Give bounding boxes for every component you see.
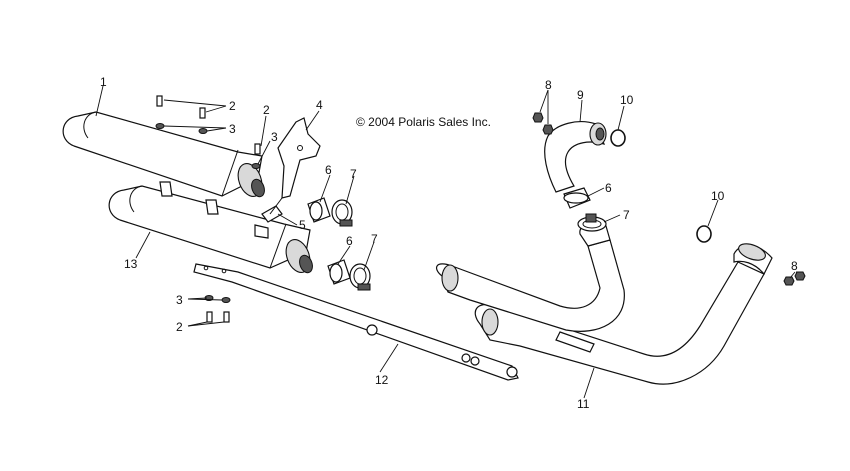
callout-6-lower: 6 bbox=[346, 234, 353, 248]
bolts-and-washers-top bbox=[155, 95, 261, 169]
muffler-clamp-lower bbox=[349, 263, 371, 291]
elbow-sleeve bbox=[563, 187, 591, 209]
copyright-notice: © 2004 Polaris Sales Inc. bbox=[356, 115, 491, 129]
callout-9: 9 bbox=[577, 88, 584, 102]
bolts-and-washers-bottom bbox=[204, 295, 231, 323]
callout-3-bottom: 3 bbox=[176, 293, 183, 307]
elbow-clamp bbox=[577, 213, 607, 232]
callout-10-right: 10 bbox=[711, 189, 725, 203]
callout-6-elbow: 6 bbox=[605, 181, 612, 195]
callout-labels: 1 2 3 2 3 4 5 6 7 6 7 3 2 13 12 11 8 9 1… bbox=[100, 75, 798, 411]
callout-3-mid: 3 bbox=[271, 130, 278, 144]
leader-lines bbox=[95, 85, 800, 399]
nuts-right bbox=[783, 271, 806, 286]
callout-7-lower: 7 bbox=[371, 232, 378, 246]
upper-muffler bbox=[62, 111, 265, 198]
lower-muffler bbox=[108, 181, 313, 274]
callout-6-upper: 6 bbox=[325, 163, 332, 177]
callout-4: 4 bbox=[316, 98, 323, 112]
callout-7-elbow: 7 bbox=[623, 208, 630, 222]
callout-7-upper: 7 bbox=[350, 167, 357, 181]
callout-2-mid: 2 bbox=[263, 103, 270, 117]
callout-2-top: 2 bbox=[229, 99, 236, 113]
callout-13: 13 bbox=[124, 257, 138, 271]
callout-5: 5 bbox=[299, 218, 306, 232]
muffler-clamp-upper bbox=[331, 199, 353, 227]
callout-1: 1 bbox=[100, 75, 107, 89]
exhaust-elbow bbox=[544, 121, 607, 193]
muffler-sleeve-lower bbox=[327, 259, 351, 285]
callout-11: 11 bbox=[577, 397, 590, 411]
callout-3-top: 3 bbox=[229, 122, 236, 136]
muffler-sleeve-upper bbox=[307, 197, 331, 223]
support-rod bbox=[193, 263, 519, 381]
callout-8-right: 8 bbox=[791, 259, 798, 273]
callout-8-upper: 8 bbox=[545, 78, 552, 92]
callout-12: 12 bbox=[375, 373, 389, 387]
head-pipe-gasket bbox=[696, 225, 712, 243]
elbow-gasket bbox=[610, 129, 626, 147]
callout-10-upper: 10 bbox=[620, 93, 634, 107]
callout-2-bottom: 2 bbox=[176, 320, 183, 334]
nuts-upper bbox=[532, 112, 554, 135]
